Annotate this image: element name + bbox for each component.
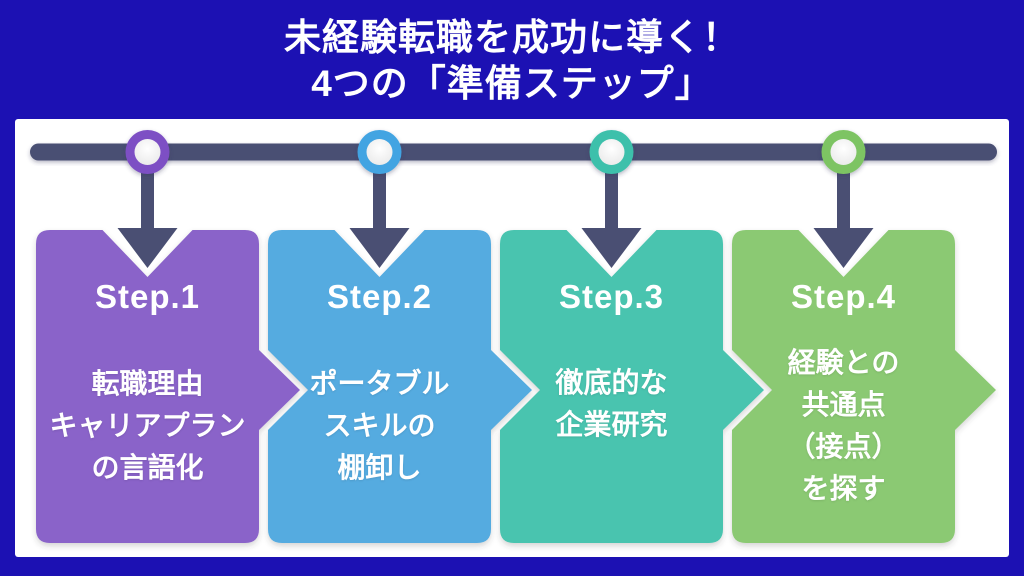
step1-connector-stem (141, 158, 154, 232)
step2-line-1: ポータブル (309, 367, 450, 399)
step3-line-2: 企業研究 (555, 408, 668, 440)
step3-connector-stem (605, 158, 618, 232)
step4-line-2: 共通点 (801, 388, 886, 420)
step3-arrow-down-icon (581, 228, 642, 268)
step1-line-3: の言語化 (91, 451, 204, 483)
step4-line-4: を探す (801, 472, 886, 504)
step4-card: Step.4 経験との 共通点 （接点） を探す (732, 230, 955, 543)
step1-box-shape (36, 230, 300, 543)
step2-arrow-down-icon (349, 228, 410, 268)
step4-description: 経験との 共通点 （接点） を探す (732, 330, 955, 521)
timeline-bar (30, 143, 997, 161)
step4-line-1: 経験との (787, 346, 900, 378)
step1-label: Step.1 (94, 278, 201, 315)
step4-box-shape (732, 230, 996, 543)
step1-arrow-down-icon (117, 228, 178, 268)
step2-line-2: スキルの (323, 409, 436, 441)
step2-line-3: 棚卸し (337, 451, 422, 483)
step2-description: ポータブル スキルの 棚卸し (268, 330, 491, 521)
step4-arrow-down-icon (813, 228, 874, 268)
step2-box-shape (268, 230, 532, 543)
title-block: 未経験転職を成功に導く！ 4つの「準備ステップ」 (0, 0, 1024, 119)
step3-box-shape (500, 230, 764, 543)
step3-card: Step.3 徹底的な 企業研究 (500, 230, 723, 543)
step1-line-1: 転職理由 (91, 367, 204, 399)
step2-label: Step.2 (326, 278, 433, 315)
step1-node-center (134, 139, 161, 165)
step2-node-center (366, 139, 393, 165)
step3-line-1: 徹底的な (555, 366, 668, 398)
step1-line-2: キャリアプラン (49, 409, 246, 441)
title-line-2: 4つの「準備ステップ」 (311, 62, 713, 104)
step2-card: Step.2 ポータブル スキルの 棚卸し (268, 230, 491, 543)
step4-node-center (830, 139, 857, 165)
step1-card: Step.1 転職理由 キャリアプラン の言語化 (36, 230, 259, 543)
step1-description: 転職理由 キャリアプラン の言語化 (36, 330, 259, 521)
step3-node-center (598, 139, 625, 165)
step4-label: Step.4 (790, 278, 897, 315)
step4-line-3: （接点） (787, 430, 900, 462)
step3-description: 徹底的な 企業研究 (500, 330, 723, 521)
title-line-1: 未経験転職を成功に導く！ (284, 16, 740, 58)
step3-label: Step.3 (558, 278, 665, 315)
step2-connector-stem (373, 158, 386, 232)
step4-connector-stem (837, 158, 850, 232)
